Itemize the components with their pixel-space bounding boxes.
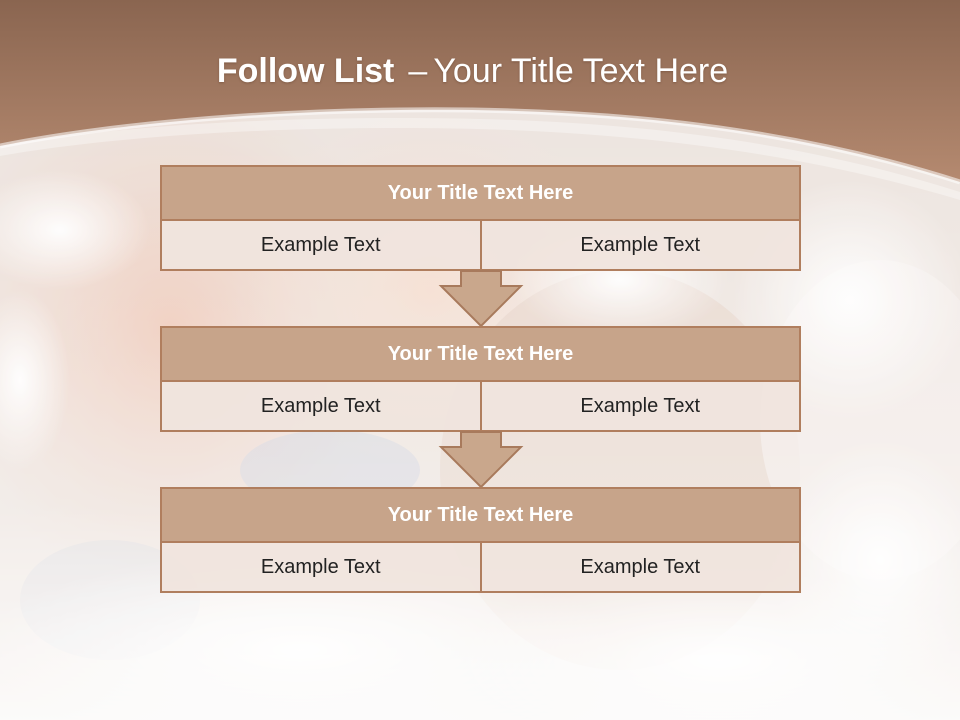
- down-arrow-icon: [438, 431, 524, 489]
- block-cell-left: Example Text: [160, 221, 482, 271]
- down-arrow-icon: [438, 270, 524, 328]
- slide-title-bold: Follow List: [216, 52, 395, 90]
- block-cell-left: Example Text: [160, 382, 482, 432]
- block-cell-right: Example Text: [481, 543, 801, 593]
- slide-title-separator: –: [408, 52, 428, 90]
- block-cell-right: Example Text: [481, 382, 801, 432]
- slide-title-rest: Your Title Text Here: [433, 52, 729, 90]
- block-title: Your Title Text Here: [160, 487, 801, 543]
- follow-block-1: Your Title Text Here Example Text Exampl…: [160, 165, 801, 271]
- block-cell-right: Example Text: [481, 221, 801, 271]
- block-title: Your Title Text Here: [160, 326, 801, 382]
- follow-block-2: Your Title Text Here Example Text Exampl…: [160, 326, 801, 432]
- block-row: Example Text Example Text: [160, 543, 801, 593]
- block-row: Example Text Example Text: [160, 221, 801, 271]
- block-row: Example Text Example Text: [160, 382, 801, 432]
- block-cell-left: Example Text: [160, 543, 482, 593]
- follow-block-3: Your Title Text Here Example Text Exampl…: [160, 487, 801, 593]
- block-title: Your Title Text Here: [160, 165, 801, 221]
- slide-title: Follow List–Your Title Text Here: [0, 52, 945, 91]
